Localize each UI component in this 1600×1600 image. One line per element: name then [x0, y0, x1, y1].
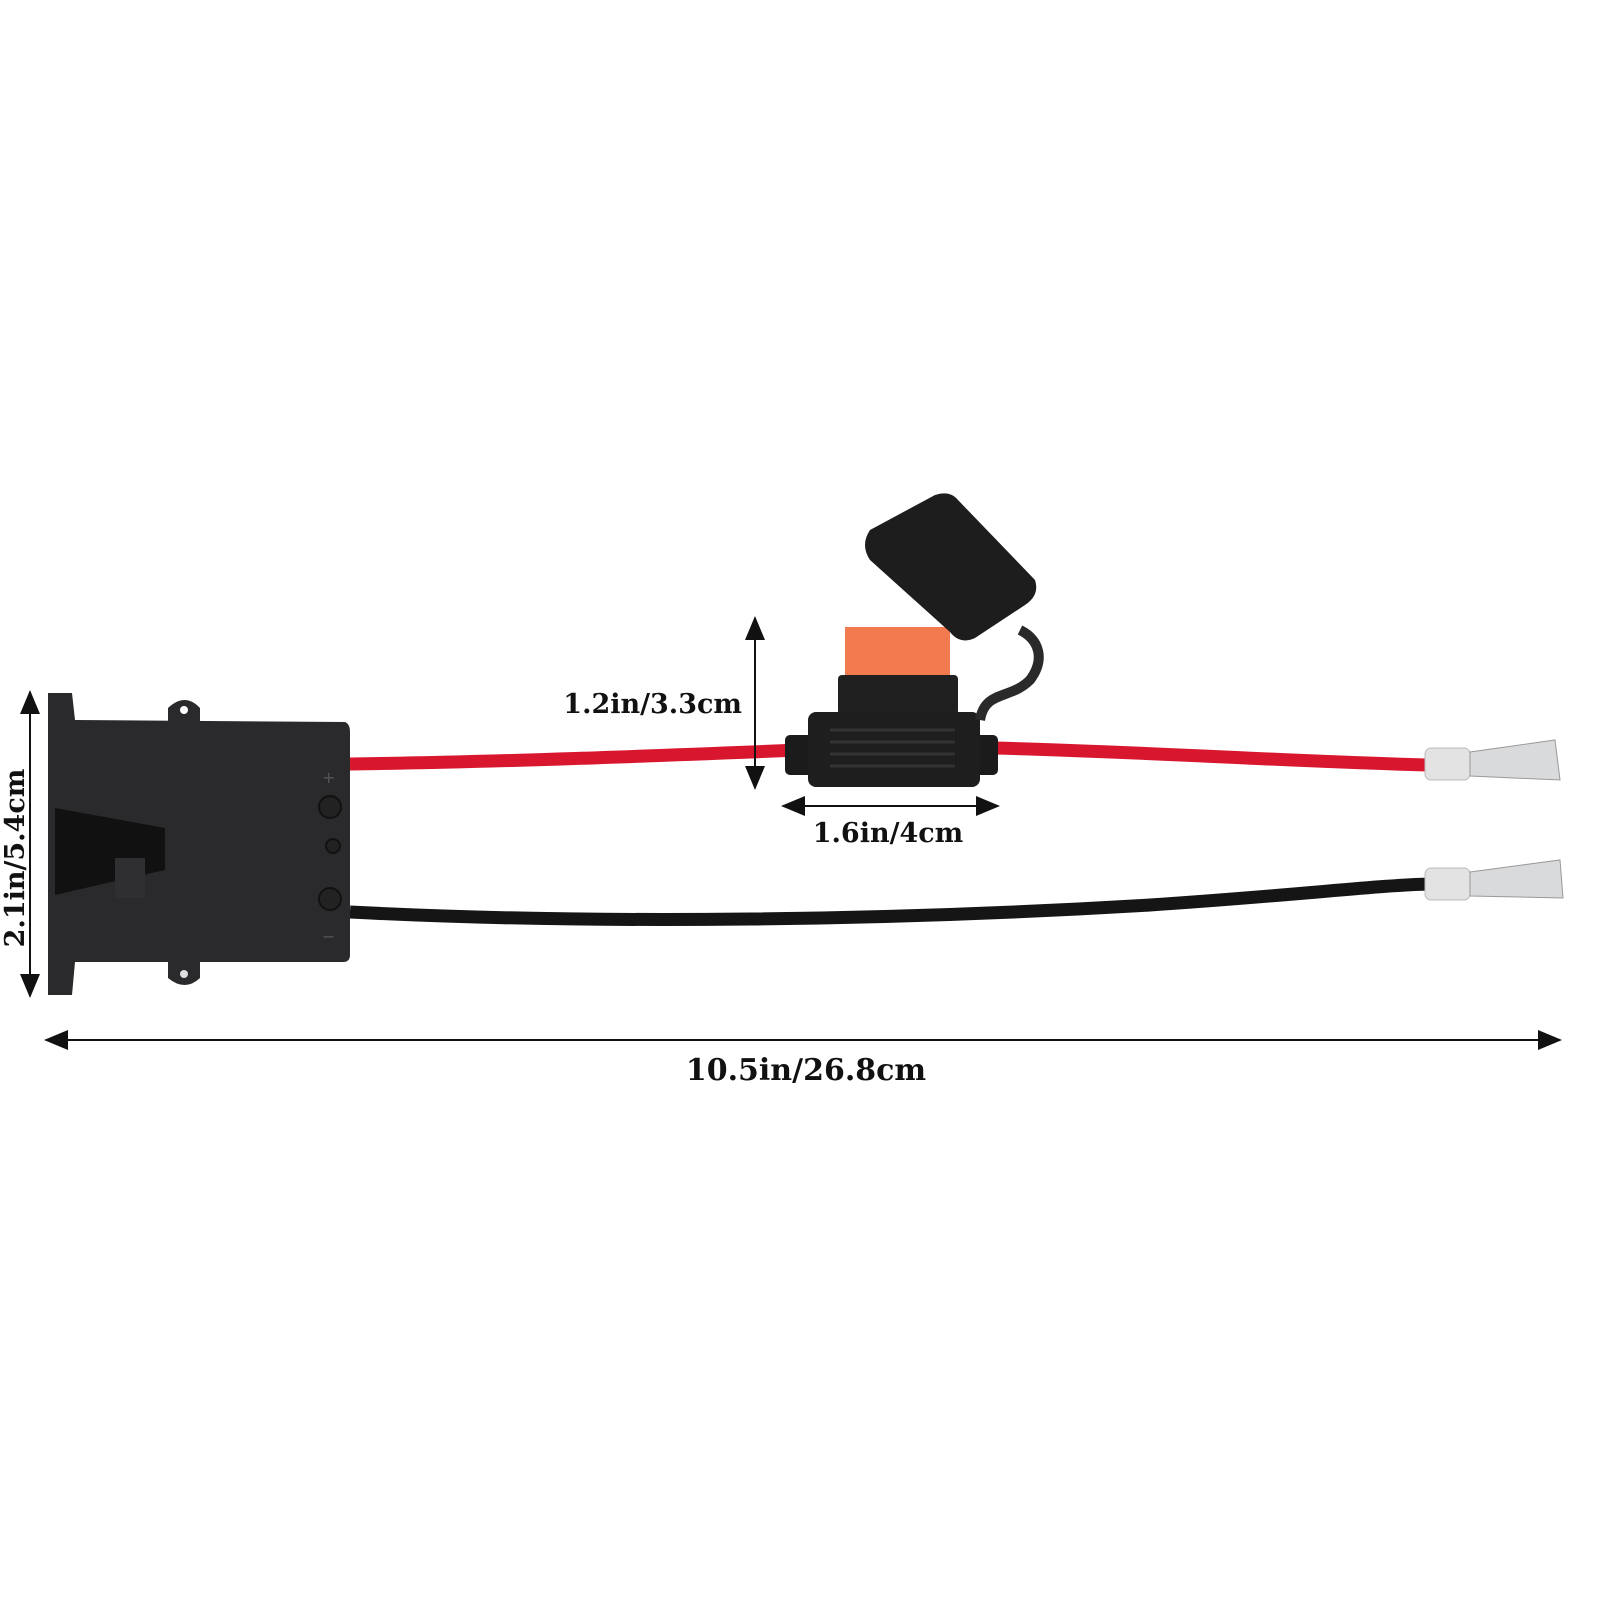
terminal-hole — [325, 838, 341, 854]
terminal-hole — [318, 887, 342, 911]
fuse-holder — [785, 493, 1044, 787]
total-length-label: 10.5in/26.8cm — [686, 1053, 927, 1088]
black-wire — [349, 877, 1431, 926]
blade-fuse — [845, 627, 950, 677]
fuse-cap — [865, 493, 1037, 641]
black-wire-terminal — [1424, 859, 1564, 901]
red-wire-terminal — [1424, 739, 1561, 781]
fuse-height-label: 1.2in/3.3cm — [563, 689, 742, 720]
fuse-width-label: 1.6in/4cm — [813, 818, 964, 849]
terminal-hole — [318, 795, 342, 819]
negative-mark: − — [322, 927, 335, 946]
battery-connector: + − — [48, 693, 350, 995]
connector-height-label: 2.1in/5.4cm — [0, 769, 31, 948]
positive-mark: + — [322, 768, 335, 787]
red-wire — [349, 743, 801, 771]
red-wire-right — [994, 741, 1431, 772]
